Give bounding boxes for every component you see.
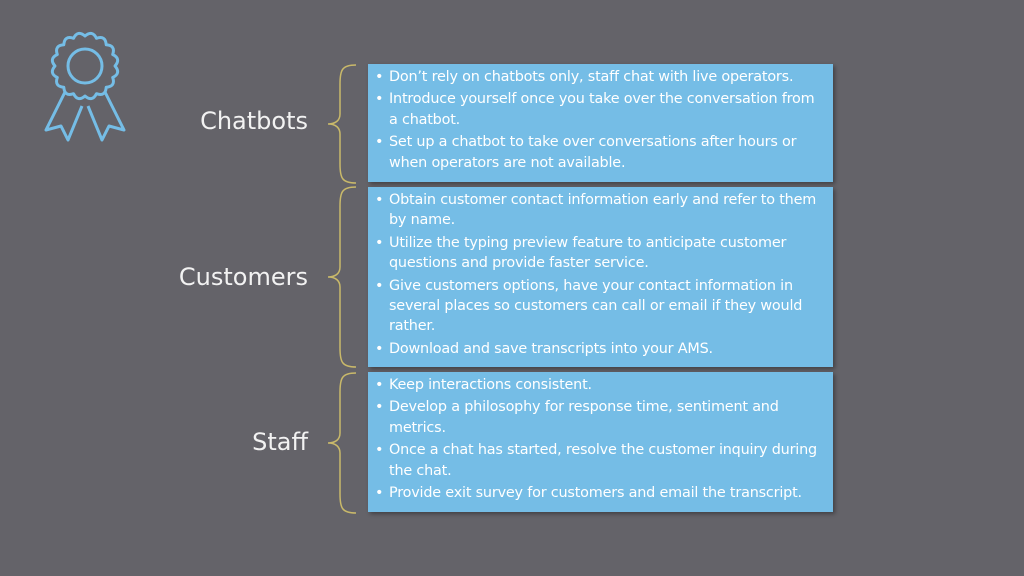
list-item: Don’t rely on chatbots only, staff chat …: [374, 67, 825, 88]
brace-customers: [327, 186, 357, 368]
section-label-chatbots: Chatbots: [200, 107, 308, 135]
chatbots-tips-box: Don’t rely on chatbots only, staff chat …: [368, 64, 833, 182]
list-item: Keep interactions consistent.: [374, 375, 825, 396]
section-label-customers: Customers: [178, 263, 308, 291]
list-item: Obtain customer contact information earl…: [374, 190, 825, 231]
customers-tips-list: Obtain customer contact information earl…: [374, 190, 825, 360]
list-item: Provide exit survey for customers and em…: [374, 483, 825, 504]
staff-tips-list: Keep interactions consistent. Develop a …: [374, 375, 825, 504]
list-item: Download and save transcripts into your …: [374, 339, 825, 360]
list-item: Introduce yourself once you take over th…: [374, 89, 825, 130]
award-ribbon-icon: [44, 31, 126, 142]
brace-staff: [327, 372, 357, 514]
list-item: Set up a chatbot to take over conversati…: [374, 132, 825, 173]
list-item: Give customers options, have your contac…: [374, 276, 825, 337]
section-label-staff: Staff: [252, 428, 308, 456]
brace-chatbots: [327, 64, 357, 184]
staff-tips-box: Keep interactions consistent. Develop a …: [368, 372, 833, 512]
list-item: Develop a philosophy for response time, …: [374, 397, 825, 438]
customers-tips-box: Obtain customer contact information earl…: [368, 187, 833, 367]
list-item: Once a chat has started, resolve the cus…: [374, 440, 825, 481]
list-item: Utilize the typing preview feature to an…: [374, 233, 825, 274]
chatbots-tips-list: Don’t rely on chatbots only, staff chat …: [374, 67, 825, 173]
